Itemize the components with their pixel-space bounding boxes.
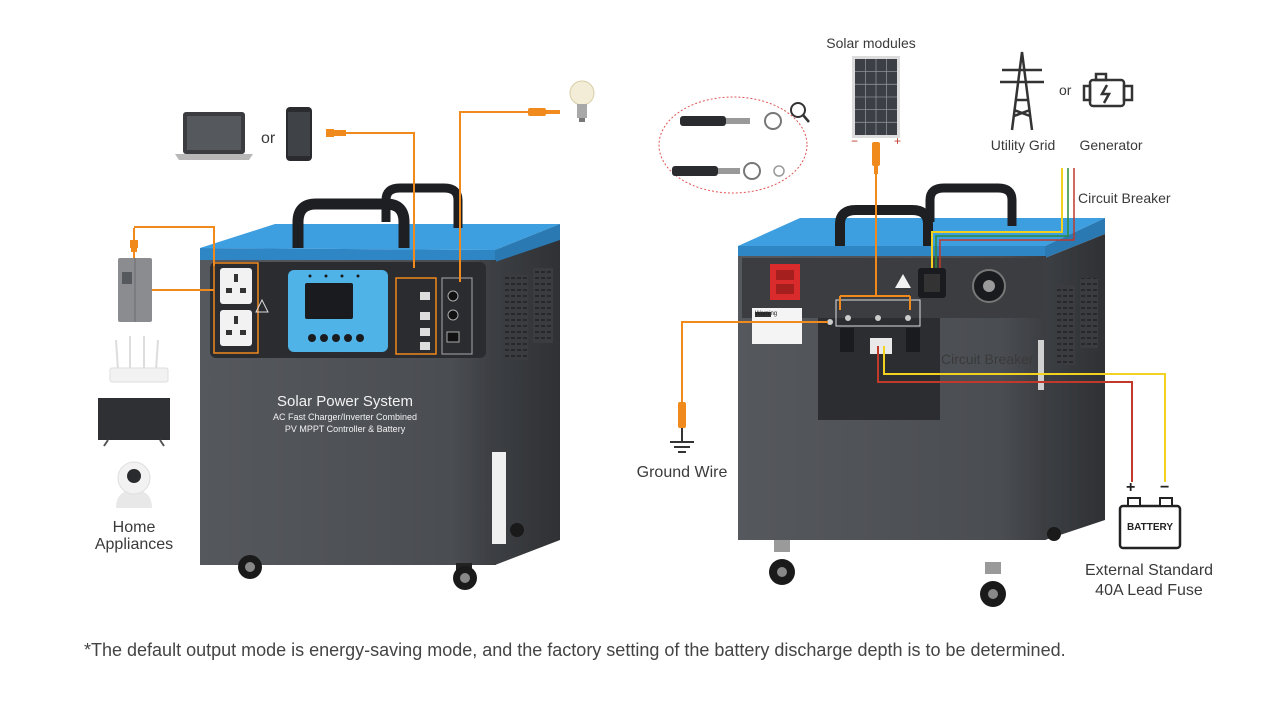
battery-minus-label: − [1160, 479, 1170, 496]
solar-modules-label: Solar modules [826, 35, 916, 51]
fridge-icon [118, 258, 152, 322]
back-unit [738, 183, 1105, 607]
warning-sticker-text: Warning [755, 311, 778, 317]
or-label-right: or [1059, 82, 1072, 98]
security-camera-icon [116, 461, 152, 508]
usb-connector-icon [326, 129, 346, 137]
solar-panel-icon [852, 56, 900, 138]
ground-wire-label: Ground Wire [636, 464, 728, 481]
battery-plus-label: + [1126, 479, 1136, 496]
front-unit-subtitle-2: PV MPPT Controller & Battery [284, 424, 406, 434]
generator-label: Generator [1079, 137, 1143, 153]
or-label-left: or [261, 130, 276, 147]
ground-symbol-icon [670, 402, 694, 453]
mc4-connector-icon [872, 142, 880, 174]
generator-icon [1082, 72, 1134, 108]
front-unit-subtitle-1: AC Fast Charger/Inverter Combined [272, 412, 418, 422]
solar-plus-label: + [894, 134, 902, 148]
solar-minus-label: − [851, 134, 859, 148]
home-appliances-label-line1: Home [112, 519, 156, 536]
laptop-icon [175, 112, 253, 160]
back-wires [681, 142, 1166, 482]
utility-grid-label: Utility Grid [990, 137, 1056, 153]
fuse-label-line1: External Standard [1084, 562, 1214, 579]
dc-connector-icon [528, 108, 560, 116]
utility-tower-icon [1000, 51, 1044, 131]
connector-detail [658, 96, 810, 194]
footnote-text: *The default output mode is energy-savin… [84, 640, 1066, 660]
circuit-breaker-top-label: Circuit Breaker [1078, 190, 1171, 206]
circuit-breaker-mid-label: Circuit Breaker [941, 351, 1034, 367]
light-bulb-icon [569, 80, 595, 122]
fuse-label-line2: 40A Lead Fuse [1095, 582, 1203, 599]
router-icon [109, 336, 169, 383]
home-appliances-label-line2: Appliances [94, 536, 174, 553]
front-unit [200, 183, 560, 590]
phone-icon [286, 107, 312, 161]
front-unit-title: Solar Power System [277, 393, 413, 410]
plug-icon [130, 240, 138, 252]
tv-icon [98, 398, 170, 447]
battery-icon [1118, 497, 1182, 550]
battery-label: BATTERY [1126, 522, 1174, 533]
